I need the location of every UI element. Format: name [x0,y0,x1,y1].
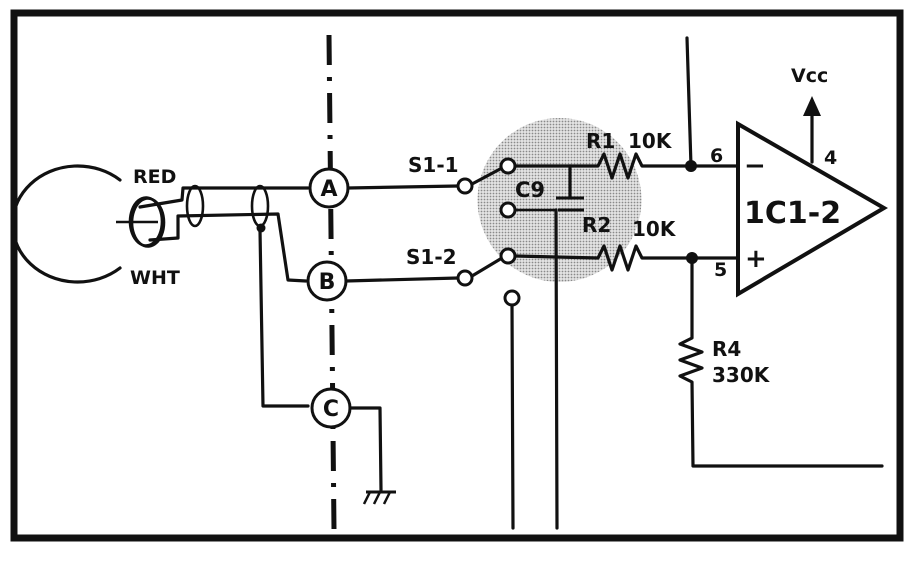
label-r1: R1 [586,129,615,153]
label-pin4: 4 [824,147,837,169]
diagram-frame [10,9,904,542]
label-r4: R4 [712,337,741,361]
label-pin6: 6 [710,145,723,167]
label-r2-value: 10K [632,217,677,241]
label-s1-1: S1-1 [408,153,459,177]
connector-a: A [308,167,350,209]
connector-b-label: B [319,270,336,295]
connector-c: C [310,387,352,429]
shield-ring-1 [185,184,205,228]
opamp-ic1-2 [736,120,888,298]
label-red: RED [133,166,176,188]
vcc-supply [803,96,821,164]
capacitor-c9 [513,164,584,530]
coil-wires [138,186,310,408]
label-s1-2: S1-2 [406,245,457,269]
connector-b: B [306,260,348,302]
feedback-wire [685,36,693,168]
label-opamp: 1C1-2 [744,196,841,231]
label-vcc: Vcc [791,65,828,87]
label-r2: R2 [582,213,611,237]
opamp-plus: + [745,244,767,274]
opamp-minus: − [744,151,766,181]
resistor-r1 [568,152,694,180]
label-pin5: 5 [714,259,727,281]
resistor-r4 [678,256,884,468]
ground-symbol [362,490,396,505]
shield-ring-2 [250,184,270,228]
connector-c-label: C [323,397,339,422]
label-r4-value: 330K [712,363,771,387]
resistor-r2 [513,244,694,272]
connector-wires [344,184,460,492]
label-wht: WHT [130,267,180,289]
label-r1-value: 10K [628,129,673,153]
pickup-coil [11,164,166,284]
connector-a-label: A [320,177,337,202]
label-c9: C9 [515,178,545,202]
